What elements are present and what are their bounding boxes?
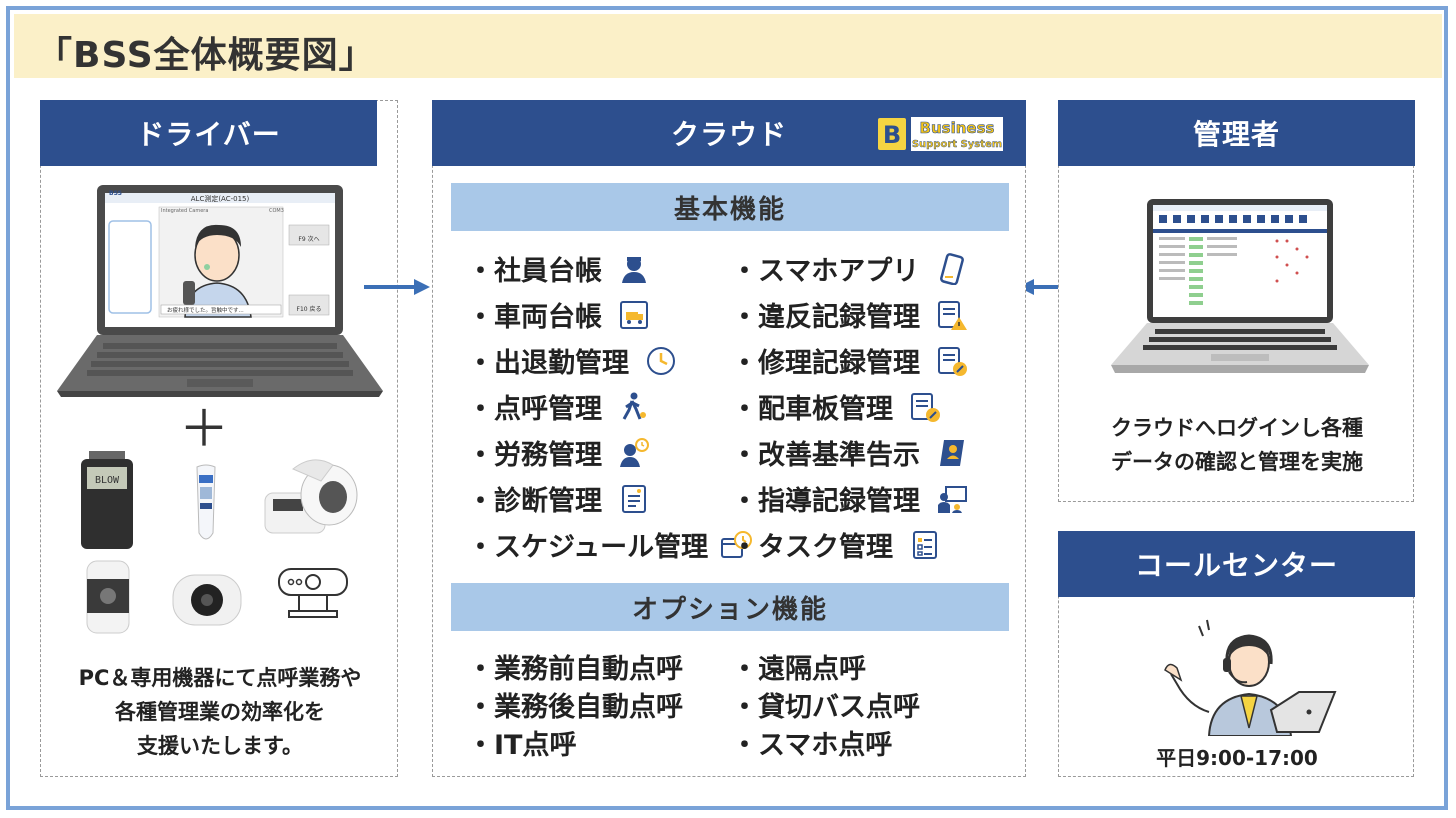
option-features-title: オプション機能: [451, 583, 1009, 631]
calendar-clock-icon: [721, 530, 753, 558]
breathalyzer-display: BLOW: [95, 475, 120, 486]
feature-label: ・車両台帳: [467, 302, 602, 333]
arrow-right-to-cloud: [364, 279, 430, 295]
operator-illustration: [1164, 619, 1337, 736]
security-camera-icon: [172, 574, 242, 626]
plus-sign: ＋: [179, 400, 229, 458]
admin-panel: 管理者: [1058, 100, 1415, 502]
driver-laptop-illustration: ALC測定(AC-015) BSS Integrated Camera COM3…: [57, 185, 383, 397]
feature-dispatch-board: ・配車板管理: [731, 387, 941, 426]
truck-card-icon: [620, 300, 648, 329]
callcenter-header: コールセンター: [1058, 531, 1415, 597]
document-icon: [622, 484, 646, 513]
business-support-system-logo: B Business Support System: [876, 116, 1003, 152]
title-bar: 「BSS全体概要図」: [14, 14, 1442, 78]
laptop-camera-label: Integrated Camera: [161, 208, 208, 214]
feature-vehicle-ledger: ・車両台帳: [467, 295, 650, 334]
breathalyzer-icon: BLOW: [81, 451, 133, 549]
document-wrench-icon: [911, 392, 940, 422]
callcenter-panel: コールセンター 平日9:00-17:00: [1058, 531, 1415, 777]
laptop-port: COM3: [269, 208, 284, 214]
svg-text:B: B: [883, 121, 901, 149]
feature-label: ・修理記録管理: [731, 348, 920, 379]
business-hours: 平日9:00-17:00: [1156, 746, 1318, 770]
page-title: 「BSS全体概要図」: [36, 35, 376, 76]
feature-diagnosis: ・診断管理: [467, 479, 650, 518]
feature-label: ・社員台帳: [467, 256, 602, 287]
notebook-icon: [940, 439, 964, 466]
admin-caption: クラウドへログインし各種 データの確認と管理を実施: [1059, 411, 1415, 479]
feature-repair-records: ・修理記録管理: [731, 341, 968, 380]
admin-header: 管理者: [1058, 100, 1415, 166]
cloud-header-label: クラウド: [670, 118, 787, 151]
logo-text-support: Support System: [912, 139, 1002, 150]
feature-label: ・違反記録管理: [731, 302, 920, 333]
feature-roll-call: ・点呼管理: [467, 387, 650, 426]
document-warning-icon: [938, 300, 967, 330]
feature-label: ・スケジュール管理: [467, 532, 709, 563]
feature-label: ・診断管理: [467, 486, 602, 517]
laptop-message: お疲れ様でした。旨触中です...: [167, 306, 244, 314]
feature-label: ・タスク管理: [731, 532, 893, 563]
cloud-panel: クラウド B Business Support System 基本機能 ・社員台…: [432, 100, 1026, 777]
feature-attendance: ・出退勤管理: [467, 341, 677, 380]
smartphone-icon: [940, 252, 965, 285]
driver-panel: ドライバー ALC測定(AC-015) BSS Integrated Camer…: [40, 100, 398, 777]
worker-clock-icon: [620, 437, 649, 467]
admin-caption-line: データの確認と管理を実施: [1111, 450, 1363, 474]
admin-caption-line: クラウドへログインし各種: [1111, 416, 1363, 440]
option-item: ・遠隔点呼: [731, 654, 866, 685]
feature-employee-ledger: ・社員台帳: [467, 249, 650, 288]
admin-laptop-illustration: [1111, 199, 1369, 373]
teacher-icon: [938, 485, 967, 513]
webcam-icon: [278, 568, 348, 618]
checklist-icon: [913, 530, 937, 559]
feature-label: ・配車板管理: [731, 394, 893, 425]
basic-features-title: 基本機能: [451, 183, 1009, 231]
feature-label: ・改善基準告示: [731, 440, 920, 471]
svg-text:BSS: BSS: [109, 190, 122, 197]
option-item: ・IT点呼: [467, 730, 577, 761]
driver-caption: PC＆専用機器にて点呼業務や 各種管理業の効率化を 支援いたします。: [41, 661, 399, 763]
option-item: ・業務前自動点呼: [467, 654, 683, 685]
document-wrench-icon: [938, 346, 967, 376]
driver-header: ドライバー: [40, 100, 377, 166]
feature-label: ・スマホアプリ: [731, 256, 920, 287]
logo-text-business: Business: [920, 119, 995, 137]
laptop-next-button: F9 次へ: [298, 235, 319, 243]
feature-labor: ・労務管理: [467, 433, 650, 472]
laptop-window-title: ALC測定(AC-015): [191, 194, 250, 203]
feature-label: ・指導記録管理: [731, 486, 920, 517]
laptop-back-button: F10 戻る: [297, 305, 322, 313]
feature-schedule: ・スケジュール管理: [467, 525, 753, 564]
feature-improvement-standards: ・改善基準告示: [731, 433, 968, 472]
feature-violation-records: ・違反記録管理: [731, 295, 968, 334]
iot-sensor-icon: [86, 560, 130, 634]
option-item: ・業務後自動点呼: [467, 692, 683, 723]
clock-icon: [647, 346, 675, 375]
driver-caption-line: 支援いたします。: [137, 734, 303, 758]
feature-label: ・出退勤管理: [467, 348, 629, 379]
feature-guidance-records: ・指導記録管理: [731, 479, 968, 518]
thermometer-icon: [196, 464, 216, 540]
driver-caption-line: 各種管理業の効率化を: [115, 700, 325, 724]
option-item: ・貸切バス点呼: [731, 692, 920, 723]
option-item: ・スマホ点呼: [731, 730, 893, 761]
driver-caption-line: PC＆専用機器にて点呼業務や: [78, 666, 362, 690]
feature-task-management: ・タスク管理: [731, 525, 941, 564]
feature-label: ・点呼管理: [467, 394, 602, 425]
blood-pressure-monitor-icon: [264, 459, 358, 534]
feature-smartphone-app: ・スマホアプリ: [731, 249, 967, 288]
feature-label: ・労務管理: [467, 440, 602, 471]
walking-person-icon: [622, 392, 646, 420]
employee-icon: [622, 256, 646, 283]
